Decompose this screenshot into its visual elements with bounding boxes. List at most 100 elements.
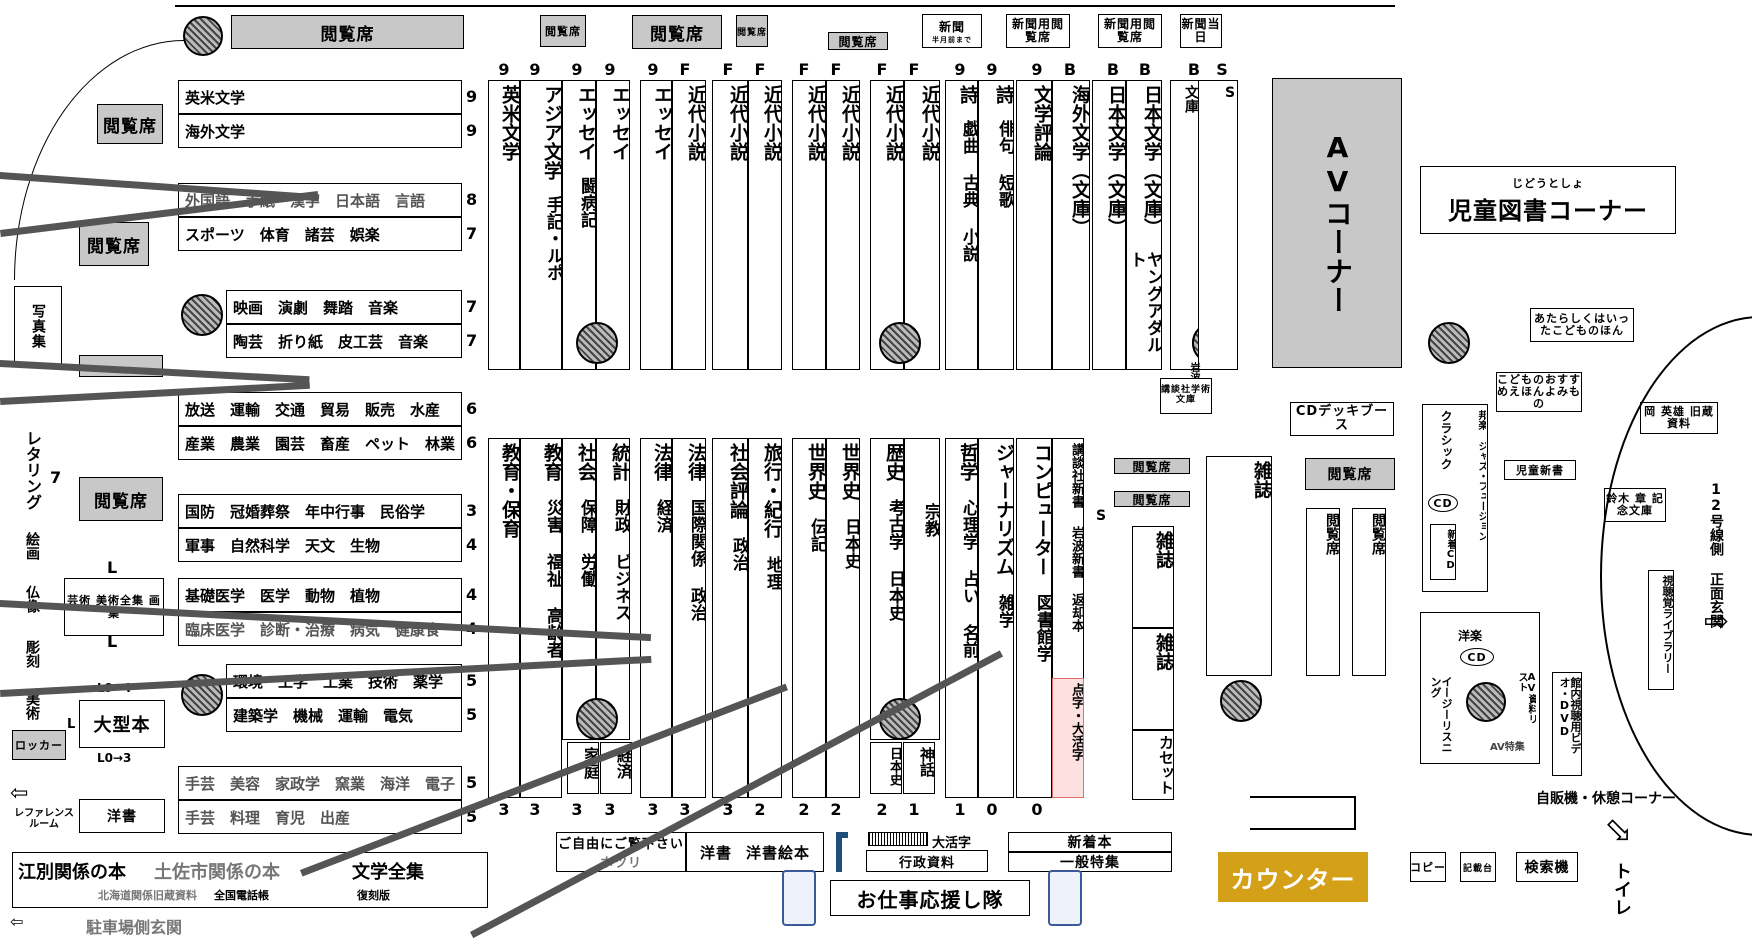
shelf-sublabel: 手記・ルポ	[543, 196, 562, 281]
row-number: 4	[466, 585, 478, 604]
shelf-column: 法律経済	[640, 438, 672, 798]
shelf-number: F	[908, 60, 920, 79]
shelf-number: 3	[498, 800, 510, 819]
tenji-box: 点字・大活字	[1052, 678, 1084, 798]
seat-marker	[576, 322, 618, 364]
reference-room-label: レファレンスルーム	[14, 808, 74, 830]
shelf-sublabel: 伝記	[807, 518, 826, 552]
shelf-number: 3	[722, 800, 734, 819]
shelf-label: 社会評論	[727, 443, 748, 519]
locker: ロッカー	[12, 730, 66, 760]
katei-box: 家庭	[567, 742, 599, 794]
subject-row: 放送 運輸 交通 貿易 販売 水産	[178, 392, 462, 426]
av-corner[interactable]: AVコーナー	[1272, 78, 1402, 368]
new-kids-books: あたらしくはいったこどものほん	[1530, 308, 1634, 342]
shelf-number: 2	[876, 800, 888, 819]
line-2	[1250, 828, 1356, 830]
toilet-arrow-icon: ⬂	[1604, 810, 1633, 850]
shelf-number: F	[679, 60, 691, 79]
shelf-label: 近代小説	[805, 85, 826, 161]
reading-seat-top-3: 閲覧席	[632, 15, 722, 49]
shelf-number: 9	[1031, 60, 1043, 79]
shelf-number: 2	[754, 800, 766, 819]
oogata-box: 大型本	[79, 700, 165, 748]
free-view-sub: ホツリ	[599, 856, 642, 871]
shelf-column: 旅行・紀行地理	[748, 438, 782, 798]
row-number: 3	[466, 501, 478, 520]
toilet-label: トイレ	[1611, 862, 1632, 916]
keizai-box: 経済	[600, 742, 632, 794]
cd-booth: CDデッキブース	[1290, 402, 1394, 436]
l0-label: L0→3	[97, 751, 132, 765]
shelf-number: 3	[604, 800, 616, 819]
s-label: S	[1096, 508, 1107, 524]
shelf-column: 近代小説	[748, 80, 782, 370]
accent-corner	[836, 832, 848, 872]
shelf-sublabel: 考古学 日本史	[885, 499, 904, 621]
counter[interactable]: カウンター	[1218, 852, 1368, 902]
shelf-column: 世界史伝記	[792, 438, 826, 798]
newspaper-sub-label: 半月前まで	[932, 35, 972, 44]
shelf-column: コンピューター図書館学	[1016, 438, 1052, 798]
children-corner[interactable]: じどうとしょ 児童図書コーナー	[1420, 166, 1676, 234]
shelf-column: 歴史考古学 日本史	[870, 438, 904, 740]
shelf-label: 近代小説	[919, 85, 940, 161]
shelf-column: 近代小説	[904, 80, 940, 370]
shelf-number: 0	[986, 800, 998, 819]
row-number: 5	[466, 705, 478, 724]
row-number: 4	[466, 535, 478, 554]
shelf-number: 9	[571, 60, 583, 79]
row-number: 7	[466, 224, 478, 243]
shelf-column: 世界史日本史	[826, 438, 860, 798]
shelf-label: 世界史	[805, 443, 826, 500]
shelf-sublabel: 図書館学	[1033, 594, 1052, 662]
parking-arrow-icon: ⇦	[10, 912, 24, 931]
copy-machine[interactable]: コピー	[1410, 852, 1446, 882]
shelf-column: 詩俳句 短歌	[978, 80, 1014, 370]
shelf-label: コンピューター	[1031, 443, 1052, 576]
shelf-number: F	[754, 60, 766, 79]
shelf-number: F	[722, 60, 734, 79]
shelf-number: B	[1138, 60, 1152, 79]
reading-seat-top-2: 閲覧席	[540, 15, 586, 47]
newspaper-seats-2: 新聞用閲覧席	[1098, 14, 1162, 48]
reading-seat-right-3: 閲覧席	[1352, 508, 1386, 676]
reading-seat-top-1: 閲覧席	[231, 15, 464, 49]
shelf-number: 9	[986, 60, 998, 79]
ippan-tokushu-box: 一般特集	[1008, 852, 1172, 872]
shelf-label: 教育	[541, 443, 562, 481]
zasshi-3: 雑誌	[1206, 456, 1272, 676]
shelf-sublabel: 戯曲 古典 小説	[959, 120, 978, 262]
shelf-label: エッセイ	[575, 85, 596, 161]
shelf-label: 海外文学（文庫）	[1069, 85, 1090, 237]
shelf-number: B	[1063, 60, 1077, 79]
shelf-label: 文学評論	[1031, 85, 1052, 161]
seat-marker	[879, 322, 921, 364]
mascot-icon	[782, 870, 816, 926]
suzuki-archive: 鈴木 章 記念文庫	[1604, 488, 1666, 522]
shelf-label: 世界史	[839, 443, 860, 500]
lettering-label: レタリング	[23, 430, 42, 510]
seat-marker	[576, 698, 618, 740]
seat-marker	[1466, 682, 1506, 722]
l-small-label: L	[67, 717, 76, 732]
reading-seat-right-2: 閲覧席	[1306, 508, 1340, 676]
yosho-ehon-box: 洋書 洋書絵本	[686, 832, 824, 872]
shelf-label: 講談社新書	[1069, 443, 1084, 508]
oshigoto-box: お仕事応援し隊	[830, 880, 1030, 916]
bijutsu-label: 美術	[24, 692, 40, 720]
shelf-number: 9	[954, 60, 966, 79]
reading-seat-right-1: 閲覧席	[1305, 458, 1395, 490]
yogaku-label: 洋楽	[1458, 629, 1483, 643]
shelf-label: エッセイ	[609, 85, 630, 161]
shelf-sublabel: 闘病記	[577, 177, 596, 228]
search-terminal[interactable]: 検索機	[1516, 852, 1578, 882]
shinchaku-box: 新着本	[1008, 832, 1172, 852]
shelf-sublabel: 財政 ビジネス	[611, 499, 630, 621]
av-list: AV資料リスト	[1510, 668, 1536, 728]
shelf-number: F	[876, 60, 888, 79]
line-1	[1250, 796, 1356, 798]
hogaku-jazz: 邦楽 ジャズ・フュージョン	[1460, 406, 1486, 586]
bunko-box: S	[1198, 80, 1238, 370]
shelf-label: 詩	[993, 85, 1014, 104]
